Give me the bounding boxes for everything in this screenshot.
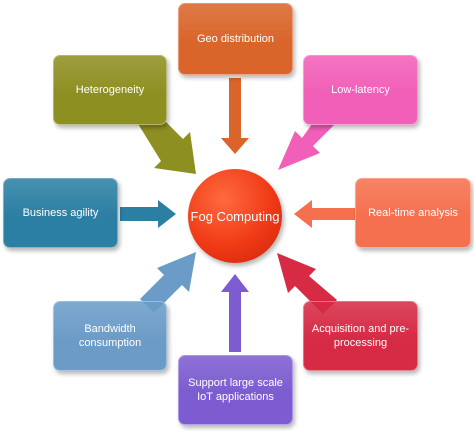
- node-heterogeneity: Heterogeneity: [53, 55, 167, 125]
- node-real-time-analysis: Real-time analysis: [355, 178, 471, 248]
- arrow-acquisition: [277, 253, 337, 314]
- node-acquisition-and-pre-processing: Acquisition and pre-processing: [303, 301, 418, 371]
- arrow-bandwidth: [140, 252, 196, 313]
- arrow-iot: [221, 274, 249, 352]
- node-low-latency: Low-latency: [303, 55, 418, 125]
- fog-computing-hub: Fog Computing: [188, 169, 282, 263]
- arrow-real-time-analysis: [294, 200, 355, 228]
- node-bandwidth-consumption: Bandwidth consumption: [53, 301, 167, 371]
- node-business-agility: Business agility: [3, 178, 118, 248]
- arrow-geo: [221, 78, 249, 154]
- arrow-business-agility: [120, 200, 176, 228]
- node-geo-distribution: Geo distribution: [178, 3, 293, 75]
- node-support-large-scale-iot-applications: Support large scale IoT applications: [178, 355, 293, 425]
